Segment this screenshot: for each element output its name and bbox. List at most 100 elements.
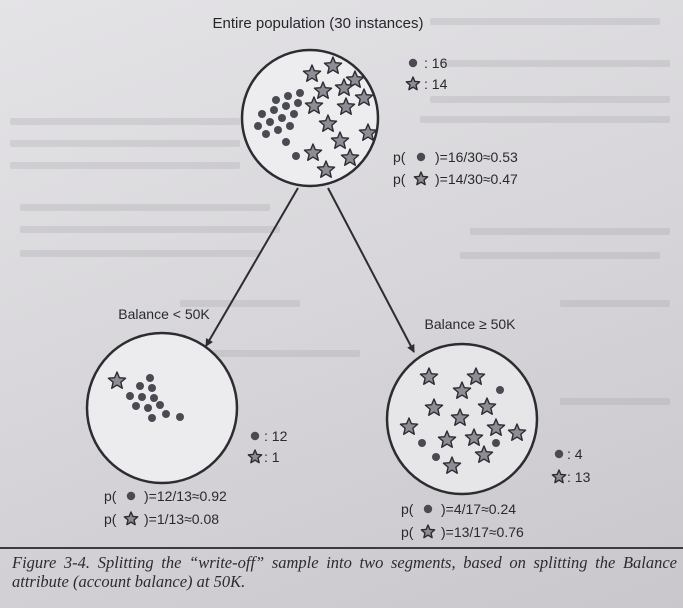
circle-instance xyxy=(148,384,156,392)
root-node-members xyxy=(254,56,378,178)
star-legend-icon-shape xyxy=(247,449,263,464)
left-prob-circle: )=12/13≈0.92 xyxy=(144,488,227,504)
circle-icon-shape xyxy=(423,504,433,514)
decision-split-diagram: Entire population (30 instances) : 16 : … xyxy=(85,15,591,540)
star-instance xyxy=(437,430,457,448)
circle-instance xyxy=(132,402,140,410)
circle-instance xyxy=(296,89,304,97)
circle-icon-shape xyxy=(416,152,426,162)
circle-legend-icon xyxy=(250,431,260,441)
left-circle-count: : 12 xyxy=(264,428,288,444)
star-legend-icon-shape xyxy=(551,469,567,484)
circle-instance xyxy=(162,410,170,418)
star-instance xyxy=(334,78,354,96)
population-title: Entire population (30 instances) xyxy=(213,15,424,32)
left-prob-star: )=1/13≈0.08 xyxy=(144,511,219,527)
circle-instance xyxy=(492,439,500,447)
star-legend-icon xyxy=(405,76,421,91)
circle-icon-shape xyxy=(126,491,136,501)
left-star-count: : 1 xyxy=(264,449,280,465)
circle-legend-icon-shape xyxy=(554,449,564,459)
star-instance xyxy=(354,88,374,106)
star-instance xyxy=(302,64,322,82)
left-branch-arrow xyxy=(205,187,299,347)
star-icon-shape xyxy=(420,524,436,539)
figure-label: Figure 3-4. xyxy=(12,553,91,572)
circle-instance xyxy=(146,374,154,382)
root-prob-star: )=14/30≈0.47 xyxy=(435,171,518,187)
right-prob-star: )=13/17≈0.76 xyxy=(441,524,524,540)
right-prob-star-prefix: p( xyxy=(401,524,414,540)
circle-instance xyxy=(148,414,156,422)
star-instance xyxy=(358,123,378,141)
star-instance xyxy=(304,96,324,114)
star-instance xyxy=(507,423,527,441)
star-instance xyxy=(442,456,462,474)
star-instance xyxy=(466,367,486,385)
circle-instance xyxy=(284,92,292,100)
right-branch-arrow xyxy=(327,187,415,353)
star-instance xyxy=(399,417,419,435)
star-legend-icon-shape xyxy=(405,76,421,91)
left-probabilities: p( )=12/13≈0.92 p( )=1/13≈0.08 xyxy=(104,488,227,527)
left-prob-star-prefix: p( xyxy=(104,511,117,527)
circle-icon xyxy=(126,491,136,501)
star-instance xyxy=(340,148,360,166)
circle-instance xyxy=(270,106,278,114)
star-instance xyxy=(323,56,343,74)
circle-instance xyxy=(272,96,280,104)
star-instance xyxy=(419,367,439,385)
circle-instance xyxy=(294,99,302,107)
circle-instance xyxy=(292,152,300,160)
circle-instance xyxy=(290,110,298,118)
star-legend-icon xyxy=(551,469,567,484)
star-instance xyxy=(313,81,333,99)
circle-instance xyxy=(176,413,184,421)
root-legend: : 16 : 14 xyxy=(405,55,448,92)
circle-legend-icon xyxy=(554,449,564,459)
circle-instance xyxy=(282,102,290,110)
circle-instance xyxy=(258,110,266,118)
star-instance xyxy=(345,70,365,88)
root-prob-circle-prefix: p( xyxy=(393,149,406,165)
right-circle-count: : 4 xyxy=(567,446,583,462)
right-probabilities: p( )=4/17≈0.24 p( )=13/17≈0.76 xyxy=(401,501,524,540)
star-icon-shape xyxy=(413,171,429,186)
left-node-members xyxy=(107,371,184,422)
circle-instance xyxy=(156,401,164,409)
root-star-count: : 14 xyxy=(424,76,448,92)
circle-legend-icon-shape xyxy=(408,58,418,68)
star-instance xyxy=(316,160,336,178)
star-icon xyxy=(123,511,139,526)
circle-instance xyxy=(496,386,504,394)
star-instance xyxy=(464,428,484,446)
right-branch-label: Balance ≥ 50K xyxy=(425,316,517,332)
circle-instance xyxy=(282,138,290,146)
root-prob-circle: )=16/30≈0.53 xyxy=(435,149,518,165)
caption-rule xyxy=(0,547,683,549)
star-instance xyxy=(303,143,323,161)
star-legend-icon xyxy=(247,449,263,464)
right-prob-circle-prefix: p( xyxy=(401,501,414,517)
star-instance xyxy=(424,398,444,416)
figure-caption: Figure 3-4. Splitting the “write-off” sa… xyxy=(12,553,677,591)
star-icon xyxy=(413,171,429,186)
circle-instance xyxy=(150,394,158,402)
star-instance xyxy=(486,418,506,436)
star-instance xyxy=(474,445,494,463)
circle-instance xyxy=(262,130,270,138)
star-instance xyxy=(107,371,127,389)
circle-instance xyxy=(266,118,274,126)
left-branch-label: Balance < 50K xyxy=(118,306,210,322)
circle-instance xyxy=(136,382,144,390)
right-node-members xyxy=(399,367,527,474)
right-star-count: : 13 xyxy=(567,469,591,485)
star-instance xyxy=(318,114,338,132)
circle-legend-icon-shape xyxy=(250,431,260,441)
circle-icon xyxy=(423,504,433,514)
left-legend: : 12 : 1 xyxy=(247,428,288,465)
circle-instance xyxy=(274,126,282,134)
figure-caption-text: Splitting the “write-off” sample into tw… xyxy=(12,553,678,591)
circle-icon xyxy=(416,152,426,162)
circle-instance xyxy=(144,404,152,412)
